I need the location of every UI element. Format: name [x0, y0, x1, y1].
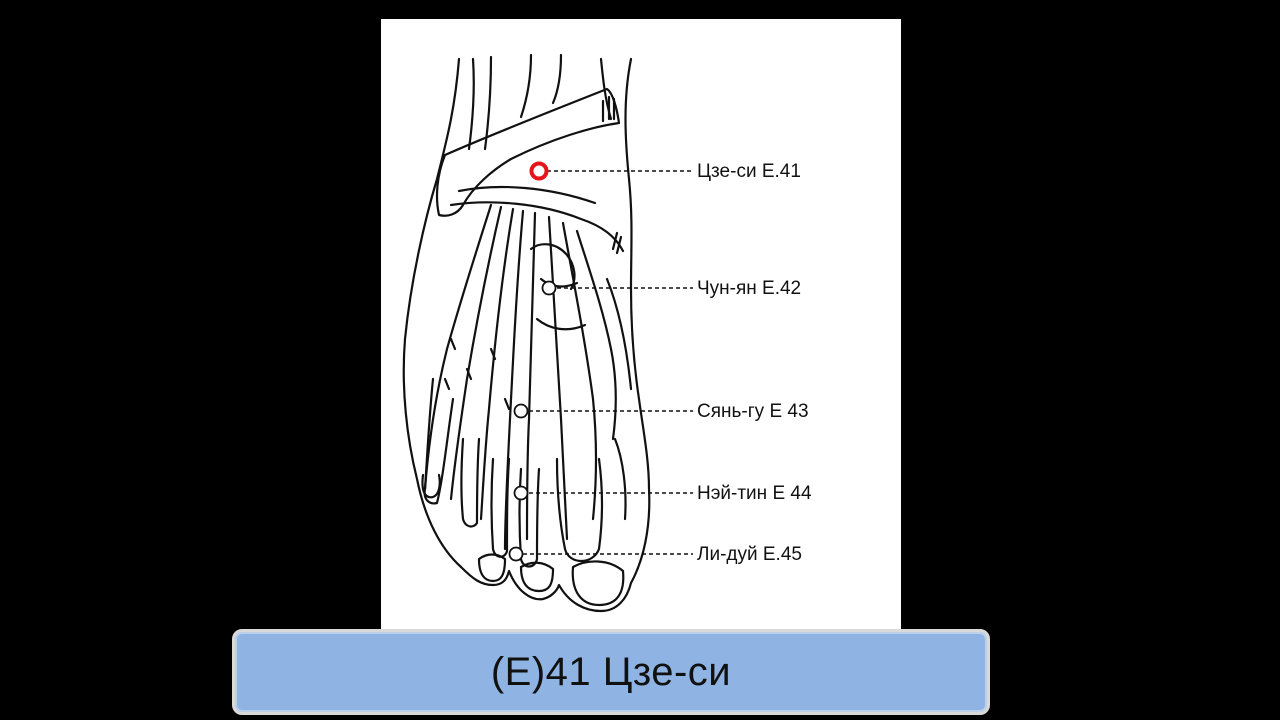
point-e44-marker [513, 485, 529, 501]
caption-title: (E)41 Цзе-си [490, 650, 732, 694]
point-e43-marker [513, 403, 529, 419]
point-e45-marker [508, 546, 524, 562]
point-label-e45: Ли-дуй E.45 [697, 544, 802, 565]
foot-outline [402, 57, 651, 613]
point-e42-marker [541, 280, 557, 296]
point-e41-marker [529, 161, 549, 181]
point-label-e41: Цзе-си E.41 [697, 161, 801, 182]
foot-illustration: Цзе-си E.41 Чун-ян E.42 Сянь-гу E 43 Нэй… [402, 53, 812, 613]
point-label-e44: Нэй-тин E 44 [697, 483, 812, 504]
caption-bar: (E)41 Цзе-си [232, 629, 990, 715]
foot-diagram-panel: Цзе-си E.41 Чун-ян E.42 Сянь-гу E 43 Нэй… [381, 19, 901, 629]
point-label-e42: Чун-ян E.42 [697, 278, 801, 299]
point-label-e43: Сянь-гу E 43 [697, 401, 809, 422]
